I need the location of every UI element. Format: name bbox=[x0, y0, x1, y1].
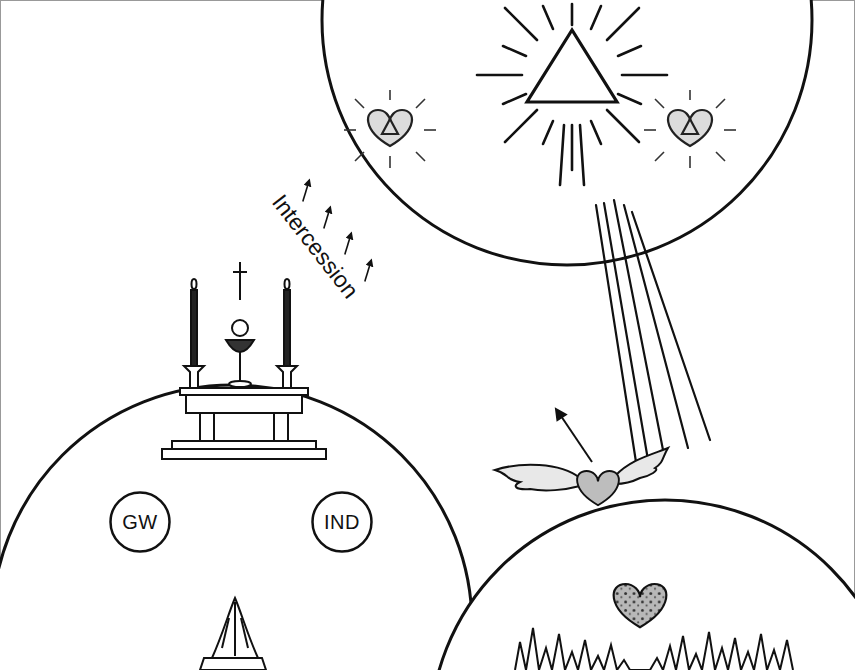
praying-hands bbox=[200, 598, 266, 670]
winged-heart bbox=[495, 409, 668, 505]
altar bbox=[162, 262, 326, 459]
church-circle bbox=[0, 385, 472, 670]
sacred-heart bbox=[344, 90, 436, 168]
node-text: IND bbox=[324, 511, 360, 534]
node-text: GW bbox=[122, 511, 157, 534]
circle-node: GW bbox=[109, 491, 171, 553]
grace-rays bbox=[596, 200, 710, 462]
heaven-circle bbox=[322, 0, 812, 265]
purgatory bbox=[515, 584, 793, 670]
rotated-label: Intercession bbox=[266, 189, 364, 303]
purgatory-circle bbox=[430, 500, 855, 670]
circle-node: IND bbox=[311, 491, 373, 553]
node-circle bbox=[313, 493, 372, 552]
sacred-heart bbox=[644, 90, 736, 168]
trinity-symbol bbox=[477, 4, 667, 185]
node-circle bbox=[111, 493, 170, 552]
